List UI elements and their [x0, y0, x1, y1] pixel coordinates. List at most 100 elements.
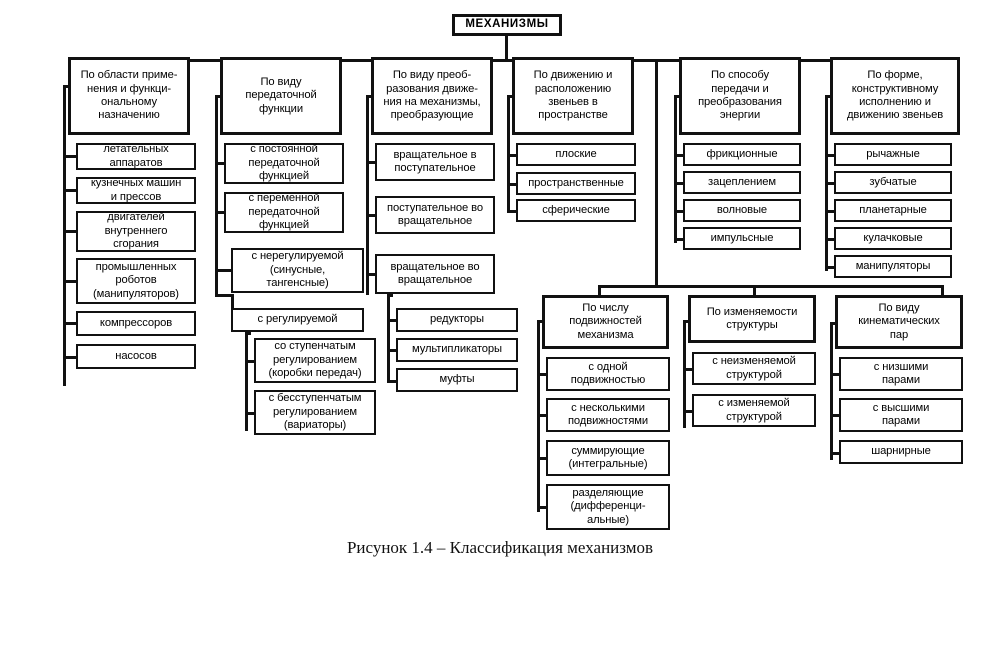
stub-energy-4 [674, 238, 685, 241]
node-kompressorov: компрессоров [76, 311, 196, 336]
node-sfericheskie: сферические [516, 199, 636, 222]
node-volnovye: волновые [683, 199, 801, 222]
stub-mobility-2 [537, 414, 548, 417]
spine-motion-conversion [366, 95, 369, 295]
node-rychazhnye: рычажные [834, 143, 952, 166]
column-head-structure-variability: По изменяемости структуры [688, 295, 816, 343]
subspine-reguliruemoy [245, 332, 248, 431]
stub-motion-1 [366, 161, 377, 164]
stub-transfer-4 [215, 294, 233, 297]
column-head-application: По области приме- нения и функци- ональн… [68, 57, 190, 135]
stub-motion-3 [366, 273, 377, 276]
stub-kinematic-3 [830, 452, 841, 455]
stub-mobility-4 [537, 506, 548, 509]
column-head-motion-conversion: По виду преоб- разования движе- ния на м… [371, 57, 493, 135]
connector-drop-mobility-count [598, 285, 601, 296]
stub-form-1 [825, 154, 836, 157]
stub-motion-head [366, 95, 373, 98]
spine-energy-transfer [674, 95, 677, 243]
node-s-neizmenyaemoy-strukturoy: с неизменяемой структурой [692, 352, 816, 385]
stub-kinematic-2 [830, 414, 841, 417]
stub-application-2 [63, 189, 78, 192]
stub-application-5 [63, 322, 78, 325]
column-head-kinematic-pairs: По виду кинематических пар [835, 295, 963, 349]
stub-application-3 [63, 230, 78, 233]
node-s-nereguliruemoy: с нерегулируемой (синусные, тангенсные) [231, 248, 364, 293]
stub-mobility-head [537, 320, 544, 323]
spine-link-motion-space [507, 95, 510, 211]
stub-form-2 [825, 182, 836, 185]
node-summiruyushchie: суммирующие (интегральные) [546, 440, 670, 476]
stub-form-head [825, 95, 832, 98]
node-zacepleniem: зацеплением [683, 171, 801, 194]
stub-energy-1 [674, 154, 685, 157]
node-multiplikatory: мультипликаторы [396, 338, 518, 362]
node-kulachkovye: кулачковые [834, 227, 952, 250]
node-s-reguliruemoy: с регулируемой [231, 308, 364, 332]
node-razdelyayushchie: разделяющие (дифференци- альные) [546, 484, 670, 530]
node-s-nizshimi-parami: с низшими парами [839, 357, 963, 391]
root-node-mekhanizmy: МЕХАНИЗМЫ [452, 14, 562, 36]
node-s-postoyannoy-peredatochnoy: с постоянной передаточной функцией [224, 143, 344, 184]
stub-energy-2 [674, 182, 685, 185]
stub-subvr-2 [387, 349, 398, 352]
subspine-vrashchatelnoe-top [387, 294, 393, 297]
column-head-energy-transfer: По способу передачи и преобразования эне… [679, 57, 801, 135]
spine-kinematic-pairs [830, 322, 833, 460]
stub-application-head [63, 85, 70, 88]
node-letatelnyh-apparatov: летательных аппаратов [76, 143, 196, 170]
stub-energy-head [674, 95, 681, 98]
stub-motion-2 [366, 214, 377, 217]
stub-transfer-2 [215, 211, 226, 214]
stub-mobility-3 [537, 457, 548, 460]
connector-second-bus-riser [655, 59, 658, 287]
node-dvigateley-vnutrennego-sgoraniya: двигателей внутреннего сгорания [76, 211, 196, 252]
subspine-reguliruemoy-top [245, 332, 251, 335]
node-prostranstvennye: пространственные [516, 172, 636, 195]
spine-structure-variability [683, 320, 686, 428]
stub-subreg-2 [245, 412, 256, 415]
stub-form-4 [825, 238, 836, 241]
node-manipulyatory: манипуляторы [834, 255, 952, 278]
node-promyshlennyh-robotov: промышленных роботов (манипуляторов) [76, 258, 196, 304]
stub-space-head [507, 95, 514, 98]
node-impulsnye: импульсные [683, 227, 801, 250]
subspine-vrashchatelnoe [387, 294, 390, 382]
stub-subvr-3 [387, 380, 398, 383]
stub-application-6 [63, 356, 78, 359]
connector-drop-structure-variability [753, 285, 756, 296]
stub-structure-1 [683, 368, 694, 371]
node-reduktory: редукторы [396, 308, 518, 332]
spine-transfer-function [215, 95, 218, 295]
connector-second-bus [598, 285, 943, 288]
stub-space-2 [507, 183, 518, 186]
node-frikcionnye: фрикционные [683, 143, 801, 166]
node-s-odnoy-podvizhnostyu: с одной подвижностью [546, 357, 670, 391]
stub-transfer-3 [215, 269, 233, 272]
node-so-stupenchatym-regulirovaniem: со ступенчатым регулированием (коробки п… [254, 338, 376, 383]
stub-kinematic-1 [830, 373, 841, 376]
stub-application-4 [63, 280, 78, 283]
connector-drop-kinematic-pairs [941, 285, 944, 296]
node-sharnirnye: шарнирные [839, 440, 963, 464]
node-s-vysshimi-parami: с высшими парами [839, 398, 963, 432]
node-nasosov: насосов [76, 344, 196, 369]
node-s-peremennoy-peredatochnoy: с переменной передаточной функцией [224, 192, 344, 233]
stub-space-3 [507, 210, 518, 213]
stub-application-1 [63, 155, 78, 158]
stub-transfer-1 [215, 162, 226, 165]
figure-caption: Рисунок 1.4 – Классификация механизмов [346, 538, 654, 557]
stub-subvr-1 [387, 319, 398, 322]
column-head-mobility-count: По числу подвижностей механизма [542, 295, 669, 349]
node-mufty: муфты [396, 368, 518, 392]
connector-root-stem [505, 36, 508, 60]
spine-application [63, 85, 66, 386]
node-ploskie: плоские [516, 143, 636, 166]
stub-transfer-4-riser [231, 294, 234, 312]
stub-form-5 [825, 266, 836, 269]
node-s-izmenyaemoy-strukturoy: с изменяемой структурой [692, 394, 816, 427]
node-vrashchatelnoe-vo-vrashchatelnoe: вращательное во вращательное [375, 254, 495, 294]
column-head-form-construction: По форме, конструктивному исполнению и д… [830, 57, 960, 135]
node-zubchatye: зубчатые [834, 171, 952, 194]
